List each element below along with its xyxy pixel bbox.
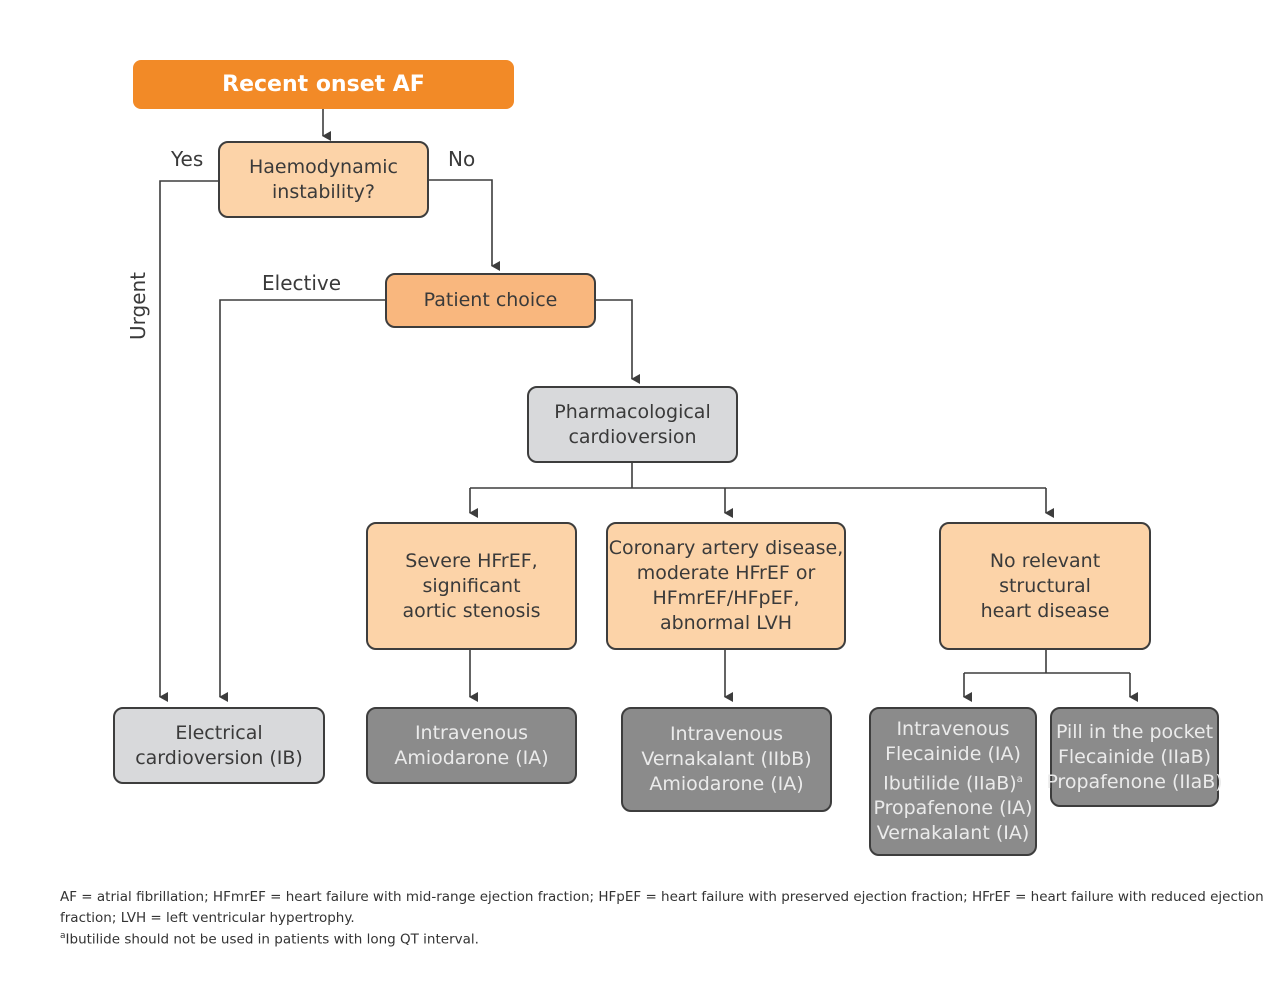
- node-line: Pharmacological: [554, 400, 711, 423]
- node-line: structural: [999, 574, 1091, 597]
- label-no: No: [448, 147, 476, 171]
- node-pill-in-the-pocket: Pill in the pocket Flecainide (IIaB) Pro…: [1046, 707, 1223, 807]
- node-line: moderate HFrEF or: [636, 562, 816, 584]
- node-pharmacological-cardioversion: Pharmacological cardioversion: [527, 386, 738, 463]
- node-line: heart disease: [980, 599, 1110, 622]
- node-no-relevant-heart-disease: No relevant structural heart disease: [939, 522, 1151, 650]
- node-line: Severe HFrEF,: [405, 549, 538, 572]
- node-iv-amiodarone: Intravenous Amiodarone (IA): [366, 707, 577, 784]
- node-line: Ibutilide (IIaB): [883, 772, 1017, 795]
- footnote-text: Ibutilide should not be used in patients…: [65, 931, 479, 948]
- footnote-marker: a: [60, 931, 66, 941]
- node-iv-vernakalant-amiodarone: Intravenous Vernakalant (IIbB) Amiodaron…: [621, 707, 832, 812]
- label-elective: Elective: [262, 271, 342, 295]
- arrow-no-to-patient-choice: [429, 179, 500, 271]
- arrow-elective-to-electrical: [219, 299, 385, 702]
- node-iv-flecainide-group: Intravenous Flecainide (IA) Ibutilide (I…: [869, 707, 1037, 856]
- node-electrical-cardioversion: Electrical cardioversion (IB): [113, 707, 325, 784]
- node-line: Amiodarone (IA): [394, 746, 549, 769]
- node-line: Pill in the pocket: [1055, 720, 1214, 743]
- title-recent-onset-af: Recent onset AF: [133, 60, 514, 109]
- node-line: Flecainide (IIaB): [1057, 745, 1212, 768]
- node-line: instability?: [272, 180, 375, 203]
- arrow-urgent-to-electrical: [159, 180, 218, 702]
- node-line: Vernakalant (IIbB): [641, 748, 812, 770]
- node-line: Intravenous: [896, 717, 1010, 740]
- node-line: Electrical: [175, 721, 263, 744]
- footnote-line-3: aIbutilide should not be used in patient…: [60, 931, 479, 948]
- label-urgent: Urgent: [126, 271, 150, 340]
- node-line: Intravenous: [414, 721, 529, 744]
- node-severe-hfref: Severe HFrEF, significant aortic stenosi…: [366, 522, 577, 650]
- node-line: cardioversion: [568, 425, 697, 448]
- node-line: cardioversion (IB): [135, 746, 303, 769]
- node-line: Patient choice: [423, 289, 558, 311]
- node-line: Propafenone (IA): [873, 797, 1033, 820]
- node-line: No relevant: [989, 549, 1101, 572]
- node-patient-choice: Patient choice: [385, 273, 596, 328]
- node-line: HFmrEF/HFpEF,: [652, 587, 800, 609]
- node-line: Vernakalant (IA): [876, 822, 1030, 845]
- node-line: Amiodarone (IA): [649, 773, 804, 795]
- node-haemodynamic-instability: Haemodynamic instability?: [218, 141, 429, 218]
- line-no-relevant-branch: [964, 650, 1130, 674]
- arrow-choice-to-pharmacological: [596, 299, 640, 384]
- footnote-line-2: fraction; LVH = left ventricular hypertr…: [60, 910, 355, 926]
- node-line-ibutilide: Ibutilide (IIaB)a: [883, 767, 1023, 796]
- node-line: Coronary artery disease,: [608, 537, 844, 559]
- node-line: abnormal LVH: [659, 612, 793, 634]
- label-yes: Yes: [171, 147, 204, 171]
- node-line: Propafenone (IIaB): [1046, 770, 1223, 793]
- node-line: Intravenous: [669, 723, 784, 745]
- node-line: Haemodynamic: [249, 155, 398, 178]
- node-coronary-artery-disease: Coronary artery disease, moderate HFrEF …: [606, 522, 846, 650]
- node-line: aortic stenosis: [402, 599, 541, 622]
- footnote-line-1: AF = atrial fibrillation; HFmrEF = heart…: [60, 889, 1264, 905]
- footnote-marker: a: [1016, 773, 1023, 785]
- node-line: significant: [422, 574, 521, 597]
- node-line: Flecainide (IA): [885, 742, 1021, 765]
